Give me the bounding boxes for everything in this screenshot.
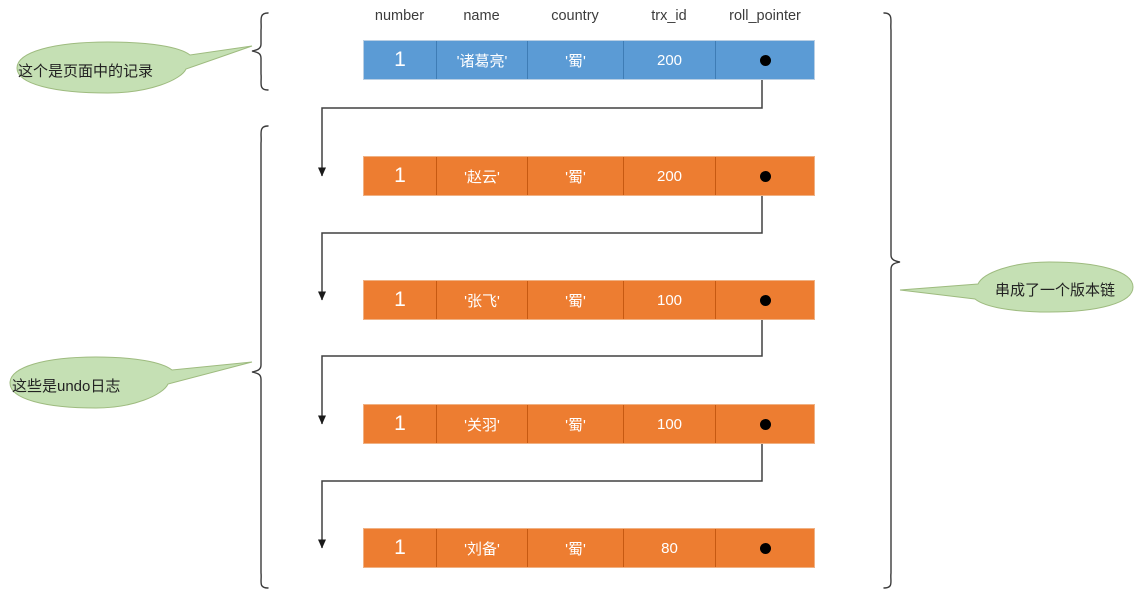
cell-trx-id: 200: [624, 157, 716, 195]
callout-page-record-shape: [16, 41, 253, 94]
cell-roll-pointer: [716, 41, 814, 79]
cell-trx-id: 100: [624, 405, 716, 443]
cell-country: '蜀': [528, 405, 624, 443]
bracket-page-record: [251, 12, 269, 91]
cell-roll-pointer: [716, 405, 814, 443]
roll-pointer-dot-icon: [759, 542, 771, 554]
connector-row-3-to-row-4: [318, 300, 763, 425]
column-header-roll-pointer: roll_pointer: [729, 8, 801, 24]
column-header-trx-id: trx_id: [651, 8, 687, 24]
column-header-name: name: [463, 8, 500, 24]
cell-country: '蜀': [528, 41, 624, 79]
cell-roll-pointer: [716, 529, 814, 567]
column-header-number: number: [374, 8, 425, 24]
connector-row-2-to-row-3: [318, 176, 763, 301]
connector-row-4-to-row-5: [318, 424, 763, 549]
cell-number: 1: [364, 41, 437, 79]
record-row-current[interactable]: 1 '诸葛亮' '蜀' 200: [363, 40, 815, 80]
cell-country: '蜀': [528, 281, 624, 319]
column-header-country: country: [551, 8, 599, 24]
cell-roll-pointer: [716, 157, 814, 195]
cell-country: '蜀': [528, 529, 624, 567]
cell-roll-pointer: [716, 281, 814, 319]
cell-trx-id: 100: [624, 281, 716, 319]
record-row-undo-2[interactable]: 1 '张飞' '蜀' 100: [363, 280, 815, 320]
bracket-undo-logs: [251, 125, 269, 589]
callout-version-chain-shape: [899, 261, 1134, 313]
cell-number: 1: [364, 157, 437, 195]
cell-number: 1: [364, 281, 437, 319]
cell-name: '刘备': [437, 529, 528, 567]
cell-trx-id: 200: [624, 41, 716, 79]
roll-pointer-dot-icon: [759, 294, 771, 306]
cell-number: 1: [364, 529, 437, 567]
cell-name: '关羽': [437, 405, 528, 443]
record-row-undo-4[interactable]: 1 '刘备' '蜀' 80: [363, 528, 815, 568]
cell-name: '张飞': [437, 281, 528, 319]
roll-pointer-dot-icon: [759, 418, 771, 430]
roll-pointer-dot-icon: [759, 170, 771, 182]
bracket-version-chain: [883, 12, 901, 589]
record-row-undo-3[interactable]: 1 '关羽' '蜀' 100: [363, 404, 815, 444]
cell-country: '蜀': [528, 157, 624, 195]
connector-row-1-to-row-2: [318, 60, 763, 177]
cell-number: 1: [364, 405, 437, 443]
cell-trx-id: 80: [624, 529, 716, 567]
cell-name: '诸葛亮': [437, 41, 528, 79]
callout-undo-log-shape: [9, 356, 253, 409]
cell-name: '赵云': [437, 157, 528, 195]
record-row-undo-1[interactable]: 1 '赵云' '蜀' 200: [363, 156, 815, 196]
roll-pointer-dot-icon: [759, 54, 771, 66]
